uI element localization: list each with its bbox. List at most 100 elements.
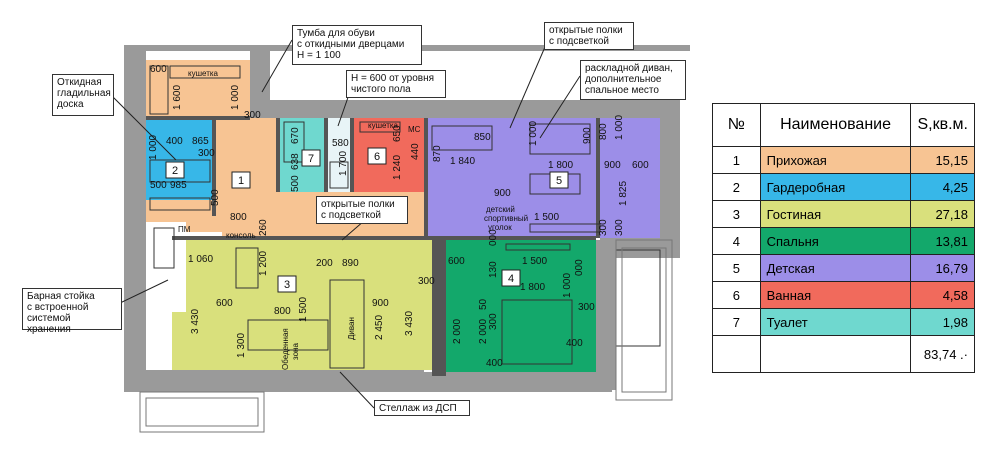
dim: 2 450 <box>374 315 385 340</box>
dim: 400 <box>486 358 503 369</box>
label-sport-3: уголок <box>488 223 512 232</box>
leader-lines <box>107 39 581 409</box>
room-4-bedroom <box>446 240 596 372</box>
label-sofa: Диван <box>347 317 356 340</box>
dim: 300 <box>244 110 261 121</box>
dim: 3 430 <box>404 311 415 336</box>
dim: 1 000 <box>230 85 241 110</box>
room-number-1: 1 <box>238 175 244 187</box>
row-num: 1 <box>712 146 761 174</box>
dim: 1 840 <box>450 156 475 167</box>
dim: 260 <box>258 219 269 236</box>
dim: 1 825 <box>618 181 629 206</box>
header-num: № <box>712 103 761 147</box>
row-area: 4,25 <box>910 173 975 201</box>
callout-height-600: Н = 600 от уровня чистого пола <box>346 70 446 98</box>
table-row: 3 Гостиная 27,18 <box>712 200 975 228</box>
label-mc: МС <box>408 125 421 134</box>
callout-open-shelves-mid: открытые полки с подсветкой <box>316 196 408 224</box>
label-pm: ПМ <box>178 225 191 234</box>
dim: 1 800 <box>520 282 545 293</box>
table-row: 1 Прихожая 15,15 <box>712 146 975 174</box>
dim: 1 800 <box>548 160 573 171</box>
plan-labels: кушетка кушетка консоль детский спортивн… <box>178 69 528 370</box>
dim: 600 <box>216 298 233 309</box>
row-name: Детская <box>759 254 912 282</box>
callout-sofa-bed: раскладной диван, дополнительное спально… <box>580 60 686 100</box>
dim: 985 <box>170 180 187 191</box>
row-area: 4,58 <box>910 281 975 309</box>
dim: 300 <box>598 219 609 236</box>
row-num: 7 <box>712 308 761 336</box>
dim: 900 <box>604 160 621 171</box>
callout-bar-counter: Барная стойка с встроенной системой хран… <box>22 288 122 335</box>
dim: 440 <box>410 143 421 160</box>
dim: 300 <box>578 302 595 313</box>
label-couch-hall: кушетка <box>188 69 219 78</box>
dim: 500 <box>150 180 167 191</box>
row-area: 27,18 <box>910 200 975 228</box>
dim: 3 430 <box>190 309 201 334</box>
dim: 1 300 <box>236 333 247 358</box>
room-number-4: 4 <box>508 273 514 285</box>
row-name: Прихожая <box>759 146 912 174</box>
dim: 000 <box>488 229 499 246</box>
dim: 800 <box>274 306 291 317</box>
dim: 50 <box>478 298 489 310</box>
dim: 638 <box>290 153 301 170</box>
dim: 600 <box>632 160 649 171</box>
row-num: 6 <box>712 281 761 309</box>
row-area: 16,79 <box>910 254 975 282</box>
label-couch-bath: кушетка <box>368 121 399 130</box>
room-number-boxes: 1 2 3 4 5 6 7 <box>165 147 569 293</box>
furniture <box>149 65 661 369</box>
dim: 300 <box>488 313 499 330</box>
dim: 300 <box>418 276 435 287</box>
room-number-2: 2 <box>172 165 178 177</box>
dim: 850 <box>474 132 491 143</box>
row-name: Гардеробная <box>759 173 912 201</box>
dim: 900 <box>494 188 511 199</box>
row-name: Спальня <box>759 227 912 255</box>
dim: 1 500 <box>298 297 309 322</box>
row-name: Туалет <box>759 308 912 336</box>
dim: 1 500 <box>522 256 547 267</box>
dim: 130 <box>488 261 499 278</box>
dim: 1 500 <box>534 212 559 223</box>
room-number-5: 5 <box>556 175 562 187</box>
dim: 400 <box>166 136 183 147</box>
kitchen-zone <box>146 222 186 312</box>
inner-walls <box>146 116 600 376</box>
room-5-kids <box>428 118 660 238</box>
room-number-3: 3 <box>284 279 290 291</box>
row-area: 15,15 <box>910 146 975 174</box>
dim: 650 <box>392 125 403 142</box>
table-row: 7 Туалет 1,98 <box>712 308 975 336</box>
dim: 000 <box>574 259 585 276</box>
label-console: консоль <box>226 231 256 240</box>
dimension-labels: 600 1 600 1 000 300 400 865 300 985 500 … <box>148 64 649 369</box>
callout-shoe-cabinet: Тумба для обуви с откидными дверцами Н =… <box>292 25 422 65</box>
balcony-bedroom <box>615 239 673 401</box>
dim: 2 000 <box>452 319 463 344</box>
header-area: S,кв.м. <box>910 103 975 147</box>
label-dining-1: Обеденная <box>281 328 290 370</box>
callout-ironing-board: Откидная гладильная доска <box>52 74 114 116</box>
dim: 1 240 <box>392 155 403 180</box>
row-num: 4 <box>712 227 761 255</box>
room-6-bath <box>352 118 424 192</box>
room-number-7: 7 <box>308 153 314 165</box>
dim: 600 <box>448 256 465 267</box>
dim: 500 <box>210 189 221 206</box>
dim: 600 <box>150 64 167 75</box>
dim: 2 000 <box>478 319 489 344</box>
row-name: Гостиная <box>759 200 912 228</box>
dim: 200 <box>316 258 333 269</box>
row-area: 1,98 <box>910 308 975 336</box>
row-num: 5 <box>712 254 761 282</box>
dim: 500 <box>290 175 301 192</box>
dim: 580 <box>332 138 349 149</box>
table-total-row: 83,74 .· <box>712 335 975 373</box>
table-row: 2 Гардеробная 4,25 <box>712 173 975 201</box>
